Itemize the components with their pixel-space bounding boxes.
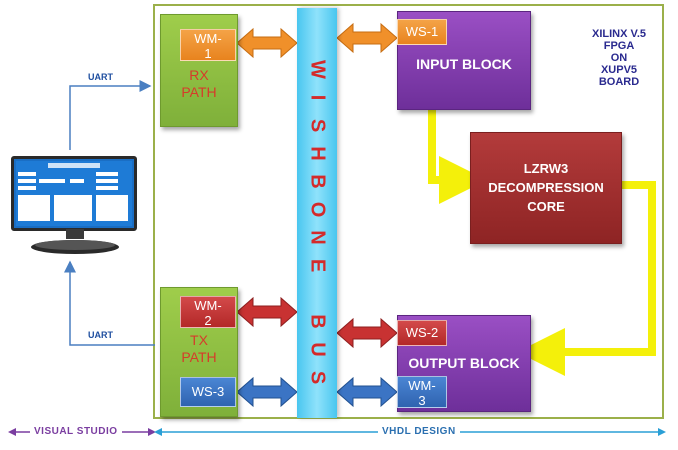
board-label: XILINX V.5 FPGA ON XUPV5 BOARD (578, 28, 660, 88)
visual-studio-label: VISUAL STUDIO (30, 426, 122, 437)
output-block-label: OUTPUT BLOCK (408, 355, 520, 371)
monitor-stand-icon (31, 229, 119, 254)
uart-line-bottom (64, 260, 155, 346)
wm3-tab: WM- 3 (397, 376, 447, 408)
wm2-tab: WM- 2 (180, 296, 236, 328)
board-label-line5: BOARD (598, 76, 640, 88)
tx-path-label-line1: TX (190, 332, 208, 348)
yellow-input-to-core (428, 108, 487, 204)
wm1-tab-line2: 1 (204, 46, 212, 61)
lzrw3-core-block: LZRW3 DECOMPRESSION CORE (470, 132, 622, 244)
tx-path-label-line2: PATH (181, 349, 217, 365)
arrow-bus-to-ws2 (336, 317, 398, 349)
arrow-ws3-to-bus (236, 376, 298, 408)
ws1-tab: WS-1 (397, 19, 447, 45)
ws2-tab: WS-2 (397, 320, 447, 346)
monitor-gui-drawing (16, 161, 132, 226)
bus-letter: E (306, 258, 329, 273)
vhdl-design-frame (153, 4, 664, 419)
board-label-line3: ON (610, 52, 628, 64)
board-label-line1: XILINX V.5 (591, 28, 646, 40)
input-block-label: INPUT BLOCK (416, 56, 512, 72)
arrow-rx-to-bus (236, 27, 298, 59)
uart-label-bottom: UART (88, 330, 113, 340)
wm3-tab-line2: 3 (418, 393, 426, 408)
core-label-line1: LZRW3 (523, 161, 569, 176)
wm3-tab-line1: WM- (408, 378, 436, 393)
wm1-tab-line1: WM- (194, 31, 222, 46)
rx-path-label-line2: PATH (181, 84, 217, 100)
rx-path-label-line1: RX (189, 67, 209, 83)
arrow-wm2-to-bus (236, 296, 298, 328)
arrow-bus-to-ws1 (336, 22, 398, 54)
core-label-line2: DECOMPRESSION (488, 180, 604, 195)
vhdl-design-label: VHDL DESIGN (378, 426, 460, 437)
uart-label-top: UART (88, 72, 113, 82)
arrow-bus-to-wm3 (336, 376, 398, 408)
board-label-line2: FPGA (603, 40, 635, 52)
wm1-tab: WM- 1 (180, 29, 236, 61)
bus-letter: S (306, 370, 329, 385)
pc-monitor-icon (11, 156, 137, 231)
yellow-core-to-output (517, 181, 656, 376)
core-label-line3: CORE (527, 199, 565, 214)
wm2-tab-line1: WM- (194, 298, 222, 313)
wm2-tab-line2: 2 (204, 313, 212, 328)
uart-line-top (69, 80, 152, 150)
board-label-line4: XUPV5 (600, 64, 638, 76)
ws3-tab: WS-3 (180, 377, 236, 407)
